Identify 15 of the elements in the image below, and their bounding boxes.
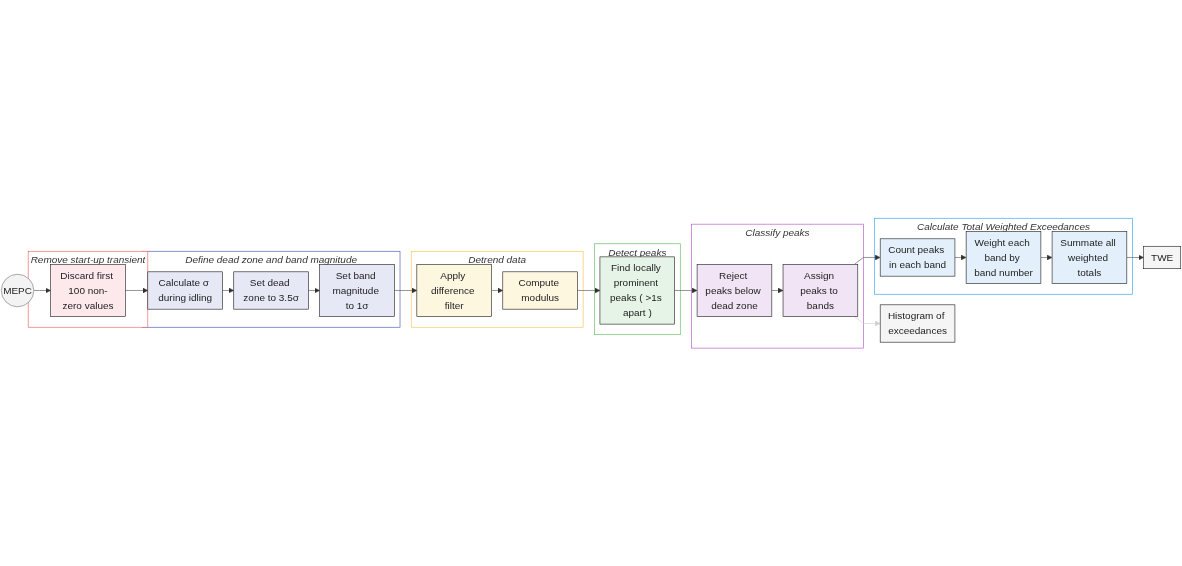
node-box: Discard first 100 non-zero values — [50, 263, 126, 317]
node-box: TWE — [1143, 245, 1182, 269]
node-circle: MEPC — [0, 273, 35, 307]
node-box: Compute modulus — [502, 271, 578, 310]
node-box: Calculate σ during idling — [147, 271, 223, 310]
node-box: Count peaks in each band — [879, 238, 956, 277]
node-box: Set band magnitude to 1σ — [319, 263, 395, 317]
node-box: Histogram of exceedances — [879, 304, 956, 343]
node-box: Summate all weighted totals — [1051, 230, 1128, 284]
node-box: Weight each band by band number — [965, 230, 1042, 284]
node-box: Reject peaks below dead zone — [696, 263, 773, 317]
node-box: Apply difference filter — [416, 263, 492, 317]
node-box: Set dead zone to 3.5σ — [233, 271, 309, 310]
node-box: Assign peaks to bands — [782, 263, 859, 317]
node-box: Find locally prominent peaks ( >1s apart ) — [599, 256, 675, 325]
